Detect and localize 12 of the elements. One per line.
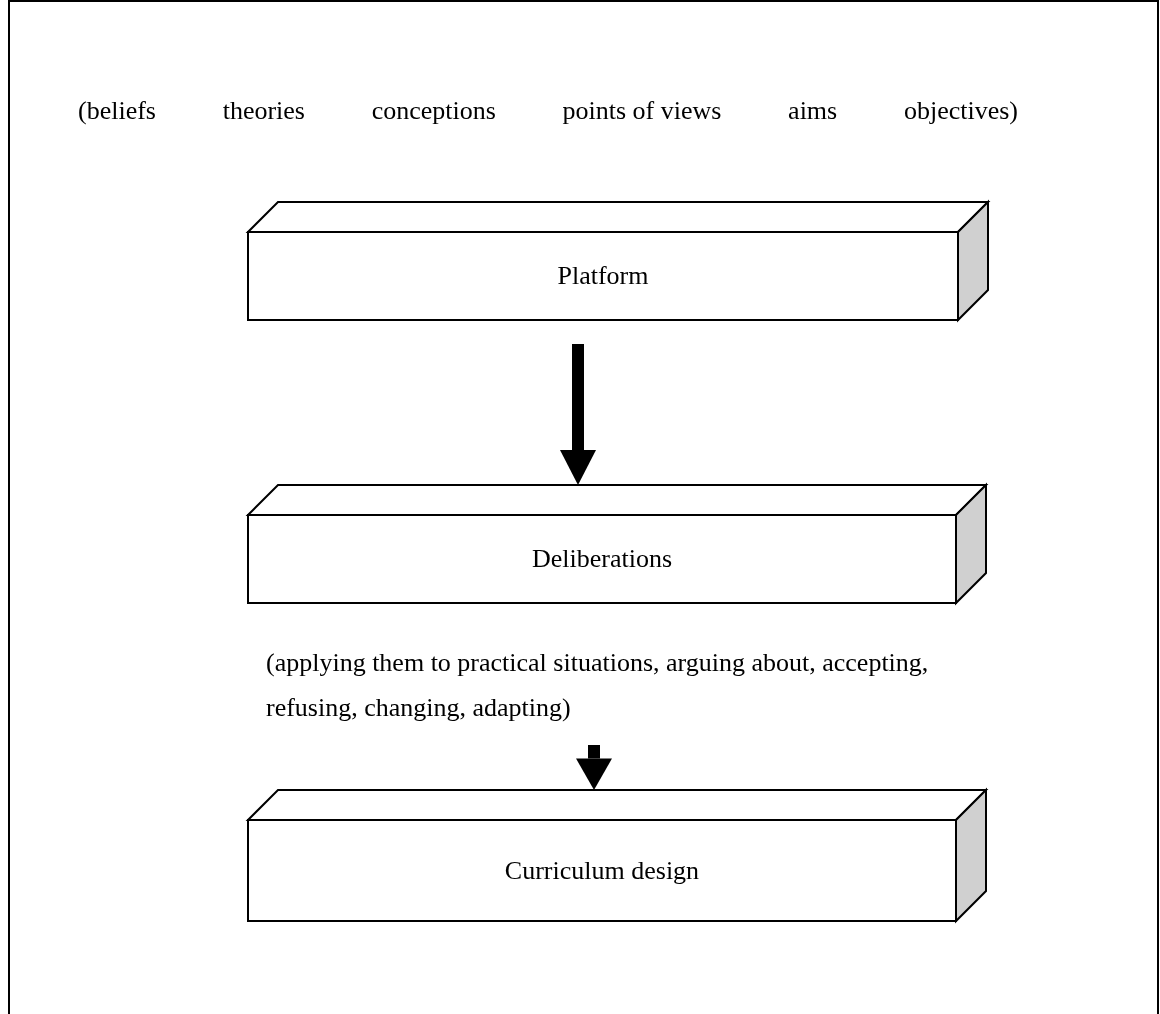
arrow <box>560 344 596 485</box>
block-label: Platform <box>557 261 649 291</box>
concept-label: objectives) <box>903 96 1018 126</box>
concept-label: theories <box>222 96 305 126</box>
block-label: Curriculum design <box>504 855 700 886</box>
concept-label: (beliefs <box>78 96 156 126</box>
concept-label: aims <box>788 96 838 126</box>
note-text: (applying them to practical situations, arguing about, accepting, refusing, changing, adapting) <box>266 647 930 724</box>
arrow <box>576 745 612 790</box>
concept-label: points of views <box>562 96 722 126</box>
block-label: Deliberations <box>531 544 673 574</box>
concept-label: conceptions <box>371 96 496 126</box>
